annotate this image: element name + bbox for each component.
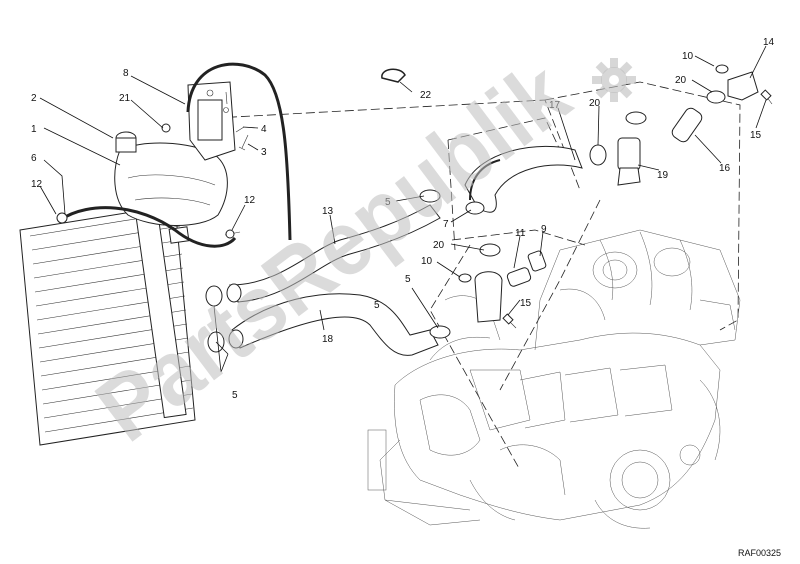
hose-17 (464, 145, 583, 213)
callout-15-right: 15 (750, 130, 762, 141)
callout-15-mid: 15 (520, 298, 532, 309)
callout-5-top: 5 (385, 197, 391, 208)
hose-clamps (56, 64, 729, 353)
callout-10-top: 10 (682, 51, 694, 62)
leader-lines (39, 45, 767, 373)
callout-11: 11 (515, 228, 526, 239)
callout-20-mid: 20 (433, 240, 445, 251)
tank-bracket (187, 81, 236, 161)
callout-20-right: 20 (675, 75, 687, 86)
callout-12-left: 12 (31, 179, 43, 190)
callout-12-right: 12 (244, 195, 256, 206)
callout-17: 17 (549, 100, 561, 111)
callout-13: 13 (322, 206, 334, 217)
screws (225, 89, 773, 329)
main-hose-13 (226, 204, 441, 303)
callout-1: 1 (31, 124, 37, 135)
thermostat-pipes (474, 71, 759, 323)
main-hose-18 (228, 293, 439, 356)
callout-20-top: 20 (589, 98, 601, 109)
callout-22: 22 (420, 90, 432, 101)
callout-14: 14 (763, 37, 775, 48)
reference-code: RAF00325 (738, 548, 781, 558)
gear-icon (592, 58, 636, 102)
callout-5-low: 5 (374, 300, 380, 311)
callout-5-left: 5 (232, 390, 238, 401)
callout-16: 16 (719, 163, 731, 174)
callout-7: 7 (443, 219, 449, 230)
callout-21: 21 (119, 93, 131, 104)
engine-block (367, 229, 741, 529)
callout-9: 9 (541, 224, 547, 235)
expansion-tank (114, 131, 228, 244)
callout-3: 3 (261, 147, 267, 158)
callout-10-mid: 10 (421, 256, 433, 267)
radiator (19, 204, 196, 446)
callout-labels: 1 2 3 4 5 5 5 5 6 7 8 9 10 10 11 12 12 1… (31, 37, 775, 401)
callout-8: 8 (123, 68, 129, 79)
callout-19: 19 (657, 170, 669, 181)
callout-2: 2 (31, 93, 37, 104)
callout-4: 4 (261, 124, 267, 135)
callout-5-mid: 5 (405, 274, 411, 285)
callout-6: 6 (31, 153, 37, 164)
callout-18: 18 (322, 334, 334, 345)
